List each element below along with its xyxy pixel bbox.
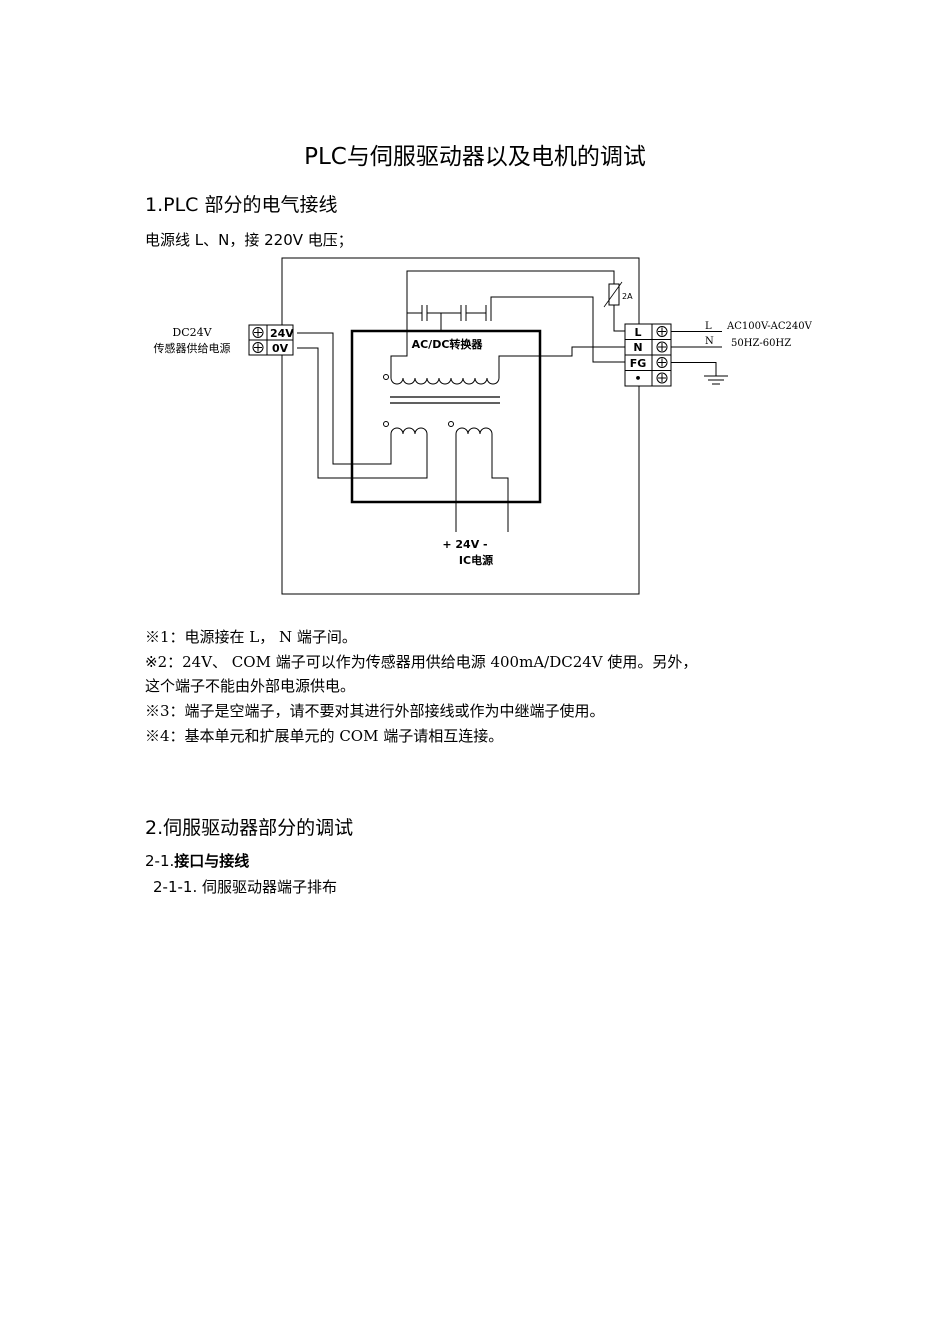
ac-voltage-range: AC100V-AC240V: [726, 321, 813, 332]
terminal-0v-label: 0V: [272, 342, 289, 355]
wire-24v: [297, 332, 392, 465]
secondary-coil-left: [390, 427, 428, 435]
wire-FG: [490, 296, 625, 363]
secondary-dot-icon: [448, 421, 454, 427]
plc-outline: [281, 257, 640, 595]
screw-icon: [252, 327, 264, 338]
secondary-coil-right: [455, 427, 493, 435]
sensor-supply-voltage: DC24V: [172, 326, 212, 339]
ac-frequency: 50HZ-60HZ: [731, 338, 791, 349]
screw-icon: [656, 326, 668, 337]
terminal-empty-label: •: [634, 372, 641, 385]
sensor-supply-label: 传感器供给电源: [154, 341, 231, 355]
ic-power-label: IC电源: [459, 553, 493, 567]
fuse-label: 2A: [622, 292, 633, 301]
note-4: ※4：基本单元和扩展单元的 COM 端子请相互连接。: [145, 727, 504, 745]
screw-icon: [252, 342, 264, 353]
secondary-dot-icon: [383, 421, 389, 427]
note-2-continued: 这个端子不能由外部电源供电。: [145, 677, 356, 695]
wire-fuse-to-L: [613, 305, 625, 332]
subsubsection-heading: 2-1-1. 伺服驱动器端子排布: [153, 878, 337, 896]
ground-wire: [671, 362, 717, 376]
terminal-L-label: L: [634, 326, 641, 339]
section2-heading: 2.伺服驱动器部分的调试: [145, 817, 354, 839]
section1-heading: 1.PLC 部分的电气接线: [145, 194, 338, 216]
primary-dot-icon: [383, 374, 389, 380]
note-3: ※3：端子是空端子，请不要对其进行外部接线或作为中继端子使用。: [145, 702, 605, 720]
terminal-FG-label: FG: [630, 357, 647, 370]
subsection-title: 接口与接线: [174, 852, 250, 870]
primary-coil: [390, 377, 500, 385]
acdc-converter-box: [350, 329, 542, 504]
ic-voltage-label: + 24V -: [442, 538, 487, 551]
subsection-heading: 2-1.接口与接线: [145, 850, 249, 871]
subsection-number: 2-1.: [145, 852, 175, 870]
page-title: PLC与伺服驱动器以及电机的调试: [304, 144, 646, 170]
note-1: ※1：电源接在 L， N 端子间。: [145, 628, 357, 646]
screw-icon: [656, 372, 668, 384]
ground-icon: [704, 375, 728, 385]
note-2: ※2：24V、 COM 端子可以作为传感器用供给电源 400mA/DC24V 使…: [145, 653, 698, 671]
fuse-icon: [608, 283, 620, 306]
wire-0v: [297, 347, 428, 479]
ac-N-label: N: [705, 336, 714, 347]
plc-wiring-diagram: AC/DC转换器 + 24V - IC电源 2A 24V 0V DC24V 传感…: [154, 257, 813, 595]
wire-primary-top: [390, 270, 615, 372]
wire-primary-N: [498, 346, 625, 372]
terminal-N-label: N: [633, 341, 642, 354]
ac-L-label: L: [705, 321, 712, 332]
wire-ic-minus: [491, 434, 509, 532]
terminal-24v-label: 24V: [270, 327, 294, 340]
section1-intro: 电源线 L、N，接 220V 电压；: [145, 231, 353, 249]
screw-icon: [656, 357, 668, 368]
converter-label: AC/DC转换器: [412, 337, 484, 351]
screw-icon: [656, 341, 668, 353]
